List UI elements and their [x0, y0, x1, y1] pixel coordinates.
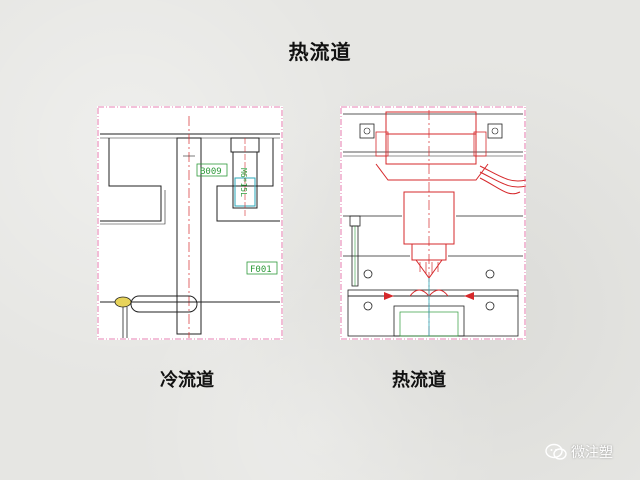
wechat-icon	[545, 443, 567, 460]
watermark: 微注塑	[545, 442, 613, 462]
page-title: 热流道	[288, 40, 352, 64]
label-f001: F001	[250, 265, 272, 275]
label-b009: B009	[200, 167, 222, 177]
cold-runner-caption: 冷流道	[160, 370, 214, 391]
label-screw-size: M6*15L	[239, 168, 248, 197]
hot-runner-diagram	[340, 106, 526, 340]
watermark-text: 微注塑	[571, 445, 613, 461]
cold-runner-diagram: B009 M6*15L F001	[97, 106, 283, 340]
hot-runner-caption: 热流道	[392, 370, 446, 391]
